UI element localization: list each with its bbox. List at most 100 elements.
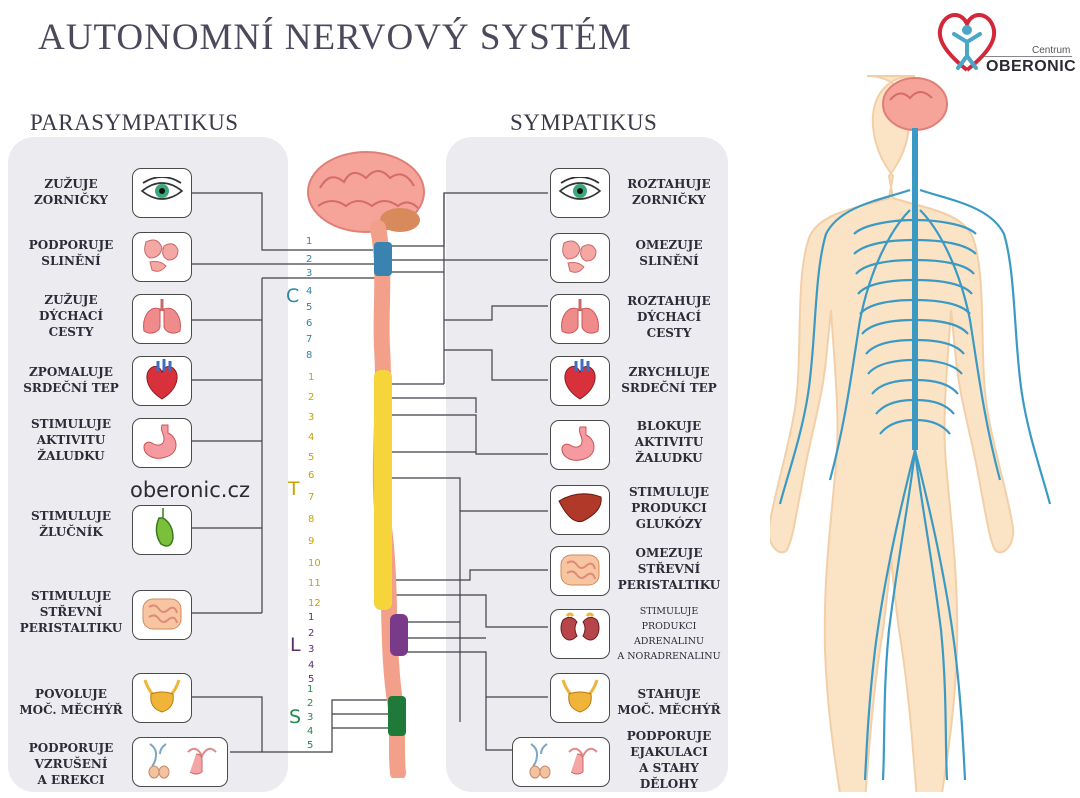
label-line: AKTIVITU [12,432,130,448]
label-line: OMEZUJE [612,545,726,561]
label-line: STIMULUJE [612,484,726,500]
label-line: PERISTALTIKU [612,577,726,593]
sympathetic-item-label: STIMULUJEPRODUKCIGLUKÓZY [612,484,726,532]
thoracic-segment [374,370,392,610]
label-line: STŘEVNÍ [612,561,726,577]
label-line: CESTY [12,324,130,340]
label-line: ZRYCHLUJE [612,364,726,380]
vertebra-number-c: 3 [306,268,312,279]
vertebra-number-c: 8 [306,350,312,361]
vertebra-number-t: 10 [308,558,321,569]
label-line: ZORNIČKY [612,192,726,208]
vertebra-number-c: 4 [306,286,312,297]
vertebra-number-t: 7 [308,492,314,503]
parasympathetic-item-label: PODPORUJEVZRUŠENÍA EREKCI [12,740,130,788]
vertebra-number-t: 4 [308,432,314,443]
label-line: DĚLOHY [612,776,726,792]
heart-box [132,356,192,406]
sacral-segment [388,696,406,736]
brain-and-spine [300,148,440,778]
reproductive-organs-box [512,737,610,787]
bladder-icon [139,676,185,720]
vertebra-number-c: 2 [306,254,312,265]
label-line: POVOLUJE [12,686,130,702]
label-line: ZPOMALUJE [12,364,130,380]
liver-icon [557,491,603,529]
gallbladder-box [132,505,192,555]
sacral-letter: S [289,706,301,728]
label-line: ZORNIČKY [12,192,130,208]
thoracic-letter: T [288,478,300,500]
label-line: STŘEVNÍ [12,604,130,620]
label-line: CESTY [612,325,726,341]
reproductive-organs-box [132,737,228,787]
label-line: PODPORUJE [12,740,130,756]
vertebra-number-s: 1 [307,684,313,695]
sympathetic-item-label: BLOKUJEAKTIVITUŽALUDKU [612,418,726,466]
parasympathetic-item-label: STIMULUJEAKTIVITUŽALUDKU [12,416,130,464]
cervical-segment [374,242,392,276]
label-line: SRDEČNÍ TEP [12,380,130,396]
liver-box [550,485,610,535]
salivary-gland-icon [140,236,184,278]
eye-icon [557,177,603,209]
label-line: A EREKCI [12,772,130,788]
brain-icon [308,152,424,232]
label-line: PRODUKCI [612,619,726,634]
salivary-gland-box [550,233,610,283]
label-line: ROZTAHUJE [612,293,726,309]
label-line: MOČ. MĚCHÝŘ [612,702,726,718]
vertebra-number-t: 12 [308,598,321,609]
label-line: EJAKULACI [612,744,726,760]
lumbar-segment [390,614,408,656]
label-line: PERISTALTIKU [12,620,130,636]
human-nervous-system-figure [770,70,1060,792]
lungs-icon [558,297,602,341]
cervical-letter: C [286,285,299,307]
stomach-box [550,420,610,470]
body-brain-icon [883,78,947,130]
parasympathetic-item-label: ZUŽUJEDÝCHACÍCESTY [12,292,130,340]
line-right-sexual [486,697,512,750]
parasympathetic-item-label: PODPORUJESLINĚNÍ [12,237,130,269]
vertebra-number-l: 2 [308,628,314,639]
label-line: SLINĚNÍ [12,253,130,269]
label-line: DÝCHACÍ [12,308,130,324]
vertebra-number-l: 3 [308,644,314,655]
vertebra-number-t: 9 [308,536,314,547]
bladder-box [132,673,192,723]
intestine-box [550,546,610,596]
eye-box [132,168,192,218]
lungs-box [550,294,610,344]
label-line: GLUKÓZY [612,516,726,532]
label-line: PRODUKCI [612,500,726,516]
vertebra-number-t: 11 [308,578,321,589]
label-line: A NORADRENALINU [612,649,726,664]
vertebra-number-c: 1 [306,236,312,247]
vertebra-number-t: 5 [308,452,314,463]
heart-box [550,356,610,406]
eye-box [550,168,610,218]
vertebra-number-l: 4 [308,660,314,671]
reproductive-organs-icon [523,740,599,784]
label-line: ADRENALINU [612,634,726,649]
lungs-box [132,294,192,344]
line-right-lungs [444,306,548,320]
reproductive-organs-icon [142,740,218,784]
stomach-icon [558,423,602,467]
vertebra-number-s: 4 [307,726,313,737]
label-line: PODPORUJE [12,237,130,253]
label-line: BLOKUJE [612,418,726,434]
parasympathetic-item-label: POVOLUJEMOČ. MĚCHÝŘ [12,686,130,718]
label-line: A STAHY [612,760,726,776]
label-line: ŽALUDKU [612,450,726,466]
eye-icon [139,177,185,209]
vertebra-number-c: 6 [306,318,312,329]
vertebra-number-t: 1 [308,372,314,383]
